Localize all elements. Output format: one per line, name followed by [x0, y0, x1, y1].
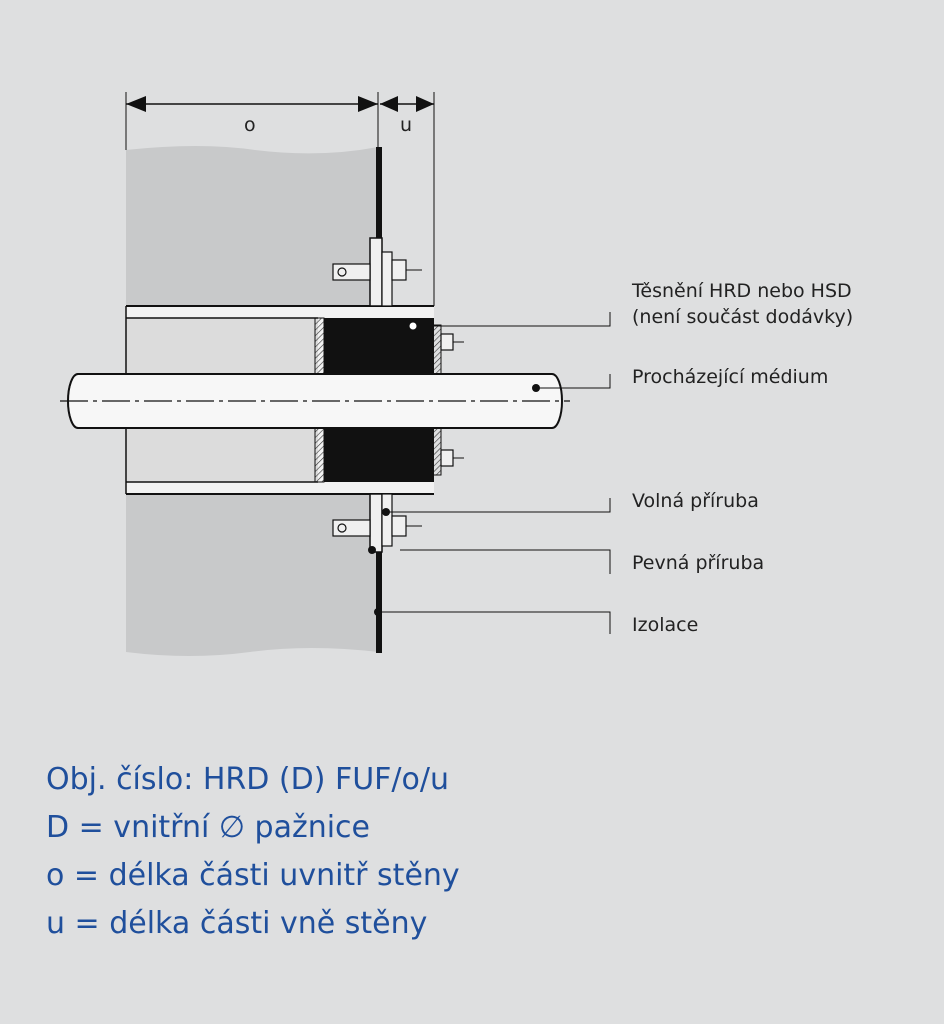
- legend-line-d: D = vnitřní ∅ pažnice: [46, 810, 371, 845]
- seal-label-line1: Těsnění HRD nebo HSD: [632, 280, 852, 302]
- loose-flange-label: Volná příruba: [632, 490, 759, 512]
- medium-label: Procházející médium: [632, 366, 829, 388]
- dimension-o-label: o: [244, 114, 256, 136]
- seal-label-line2: (není součást dodávky): [632, 306, 854, 328]
- seal-label: Těsnění HRD nebo HSD (není součást dodáv…: [632, 278, 853, 330]
- legend-line-order-number: Obj. číslo: HRD (D) FUF/o/u: [46, 762, 449, 797]
- dimension-u-label: u: [400, 114, 413, 136]
- leader-dots: [368, 321, 540, 616]
- legend-line-u: u = délka části vně stěny: [46, 906, 428, 941]
- legend: Obj. číslo: HRD (D) FUF/o/u D = vnitřní …: [46, 756, 460, 948]
- leader-lines: [378, 312, 611, 634]
- fixed-flange-top: [369, 237, 383, 307]
- insulation-label: Izolace: [632, 614, 699, 636]
- fixed-flange-label: Pevná příruba: [632, 552, 765, 574]
- legend-line-o: o = délka části uvnitř stěny: [46, 858, 460, 893]
- fixed-flange-bottom: [369, 493, 383, 553]
